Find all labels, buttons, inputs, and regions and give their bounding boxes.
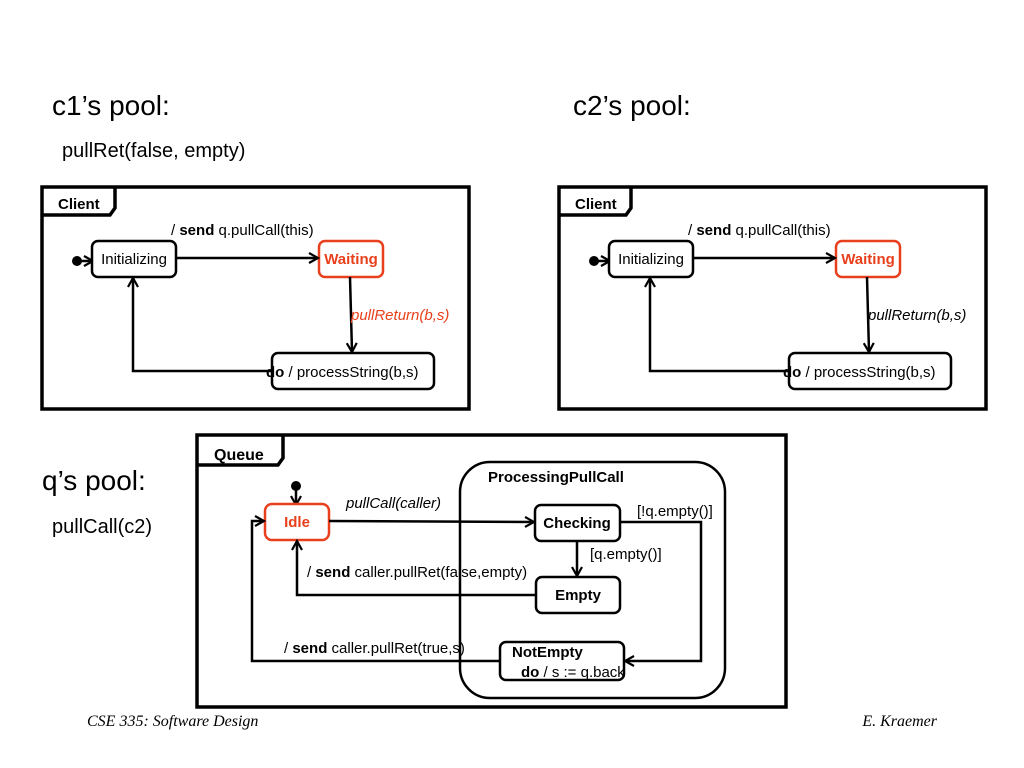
client2-initializing-label: Initializing (618, 251, 684, 268)
queue-send-false-transition (297, 541, 536, 597)
footer-course: CSE 335: Software Design (87, 713, 258, 730)
c1-pool-event: pullRet(false, empty) (62, 140, 245, 162)
queue-pullcall-label: pullCall(caller) (345, 495, 441, 512)
queue-state-machine: Queue ProcessingPullCall Idle Checking E… (195, 433, 788, 709)
client1-state-machine: Client Initializing Waiting / send q.pul… (40, 185, 471, 411)
queue-notempty-guard-label: [!q.empty()] (637, 503, 713, 520)
queue-frame (195, 433, 788, 709)
client1-tab-label: Client (58, 196, 100, 213)
client2-process-label: do / processString(b,s) (783, 364, 936, 381)
queue-tab-label: Queue (214, 447, 264, 464)
client2-tab (559, 187, 633, 217)
client2-return-transition (867, 276, 869, 352)
q-pool-event: pullCall(c2) (52, 516, 152, 538)
composite-processing-pull-call (458, 460, 727, 700)
client2-return-label: pullReturn(b,s) (867, 307, 966, 324)
footer-author: E. Kraemer (861, 713, 937, 730)
queue-send-false-label: / send caller.pullRet(false,empty) (307, 564, 527, 581)
client2-loop-transition (650, 278, 789, 373)
client2-send-label: / send q.pullCall(this) (688, 222, 831, 239)
q-pool-title: q’s pool: (42, 465, 146, 496)
queue-notempty-action: do / s := q.back (521, 664, 625, 681)
queue-notempty-guard-transition (620, 520, 703, 661)
client1-send-label: / send q.pullCall(this) (171, 222, 314, 239)
queue-send-true-transition (250, 521, 500, 663)
client1-return-label: pullReturn(b,s) (350, 307, 449, 324)
composite-label: ProcessingPullCall (488, 469, 624, 486)
client1-tab (42, 187, 117, 217)
queue-idle-label: Idle (284, 514, 310, 531)
c2-pool-title: c2’s pool: (573, 90, 691, 121)
queue-initial-node (291, 481, 301, 491)
queue-checking-label: Checking (543, 515, 611, 532)
client2-state-machine: Client Initializing Waiting / send q.pul… (557, 185, 988, 411)
queue-pullcall-transition (328, 521, 534, 522)
client2-initial-node (589, 256, 599, 266)
client2-frame (557, 185, 988, 411)
client1-initializing-label: Initializing (101, 251, 167, 268)
client1-loop-transition (133, 278, 272, 373)
client2-waiting-label: Waiting (841, 251, 895, 268)
client1-return-transition (350, 276, 352, 352)
client2-tab-label: Client (575, 196, 617, 213)
client1-frame (40, 185, 471, 411)
client1-waiting-label: Waiting (324, 251, 378, 268)
queue-notempty-label: NotEmpty (512, 644, 583, 661)
queue-tab (197, 435, 285, 467)
queue-empty-label: Empty (555, 587, 602, 604)
client1-process-label: do / processString(b,s) (266, 364, 419, 381)
c1-pool-title: c1’s pool: (52, 90, 170, 121)
client1-initial-node (72, 256, 82, 266)
queue-send-true-label: / send caller.pullRet(true,s) (284, 640, 465, 657)
queue-empty-guard-label: [q.empty()] (590, 546, 662, 563)
